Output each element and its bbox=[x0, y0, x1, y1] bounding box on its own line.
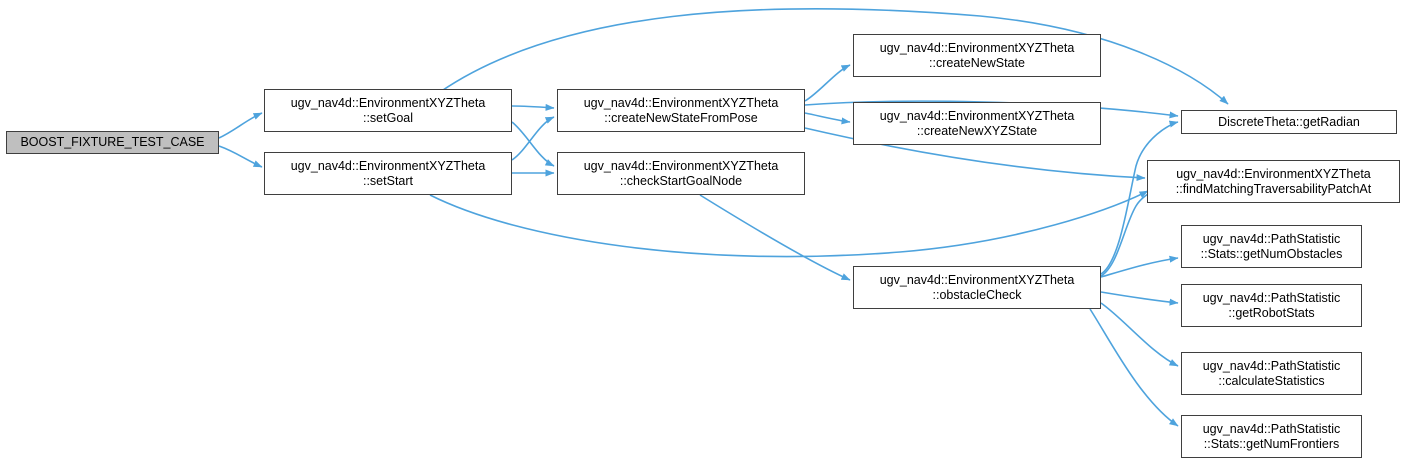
node-label: ugv_nav4d::PathStatistic ::getRobotStats bbox=[1202, 290, 1341, 320]
graph-node-createnewstatefrompose[interactable]: ugv_nav4d::EnvironmentXYZTheta ::createN… bbox=[557, 89, 805, 132]
node-label: ugv_nav4d::EnvironmentXYZTheta ::createN… bbox=[879, 40, 1075, 70]
graph-node-setstart[interactable]: ugv_nav4d::EnvironmentXYZTheta ::setStar… bbox=[264, 152, 512, 195]
node-label: ugv_nav4d::PathStatistic ::Stats::getNum… bbox=[1200, 231, 1343, 261]
node-label: ugv_nav4d::PathStatistic ::Stats::getNum… bbox=[1202, 421, 1341, 451]
graph-node-createnewxyzstate[interactable]: ugv_nav4d::EnvironmentXYZTheta ::createN… bbox=[853, 102, 1101, 145]
node-label: ugv_nav4d::EnvironmentXYZTheta ::createN… bbox=[583, 95, 779, 125]
node-label: ugv_nav4d::EnvironmentXYZTheta ::createN… bbox=[879, 108, 1075, 138]
graph-node-calculatestatistics[interactable]: ugv_nav4d::PathStatistic ::calculateStat… bbox=[1181, 352, 1362, 395]
graph-node-createnewstate[interactable]: ugv_nav4d::EnvironmentXYZTheta ::createN… bbox=[853, 34, 1101, 77]
graph-node-getradian[interactable]: DiscreteTheta::getRadian bbox=[1181, 110, 1397, 134]
graph-node-getnumobstacles[interactable]: ugv_nav4d::PathStatistic ::Stats::getNum… bbox=[1181, 225, 1362, 268]
graph-node-obstaclecheck[interactable]: ugv_nav4d::EnvironmentXYZTheta ::obstacl… bbox=[853, 266, 1101, 309]
graph-node-findmatchingtraversabilitypatchat[interactable]: ugv_nav4d::EnvironmentXYZTheta ::findMat… bbox=[1147, 160, 1400, 203]
node-label: ugv_nav4d::EnvironmentXYZTheta ::setGoal bbox=[290, 95, 486, 125]
node-label: ugv_nav4d::EnvironmentXYZTheta ::obstacl… bbox=[879, 272, 1075, 302]
node-label: BOOST_FIXTURE_TEST_CASE bbox=[20, 135, 205, 149]
node-label: ugv_nav4d::PathStatistic ::calculateStat… bbox=[1202, 358, 1341, 388]
node-label: ugv_nav4d::EnvironmentXYZTheta ::checkSt… bbox=[583, 158, 779, 188]
graph-node-setgoal[interactable]: ugv_nav4d::EnvironmentXYZTheta ::setGoal bbox=[264, 89, 512, 132]
node-label: DiscreteTheta::getRadian bbox=[1218, 114, 1360, 129]
graph-node-getnumfrontiers[interactable]: ugv_nav4d::PathStatistic ::Stats::getNum… bbox=[1181, 415, 1362, 458]
graph-node-boost-fixture-test-case[interactable]: BOOST_FIXTURE_TEST_CASE bbox=[6, 131, 219, 154]
graph-node-checkstartgoalnode[interactable]: ugv_nav4d::EnvironmentXYZTheta ::checkSt… bbox=[557, 152, 805, 195]
graph-node-getrobotstats[interactable]: ugv_nav4d::PathStatistic ::getRobotStats bbox=[1181, 284, 1362, 327]
node-label: ugv_nav4d::EnvironmentXYZTheta ::findMat… bbox=[1175, 166, 1372, 196]
node-label: ugv_nav4d::EnvironmentXYZTheta ::setStar… bbox=[290, 158, 486, 188]
